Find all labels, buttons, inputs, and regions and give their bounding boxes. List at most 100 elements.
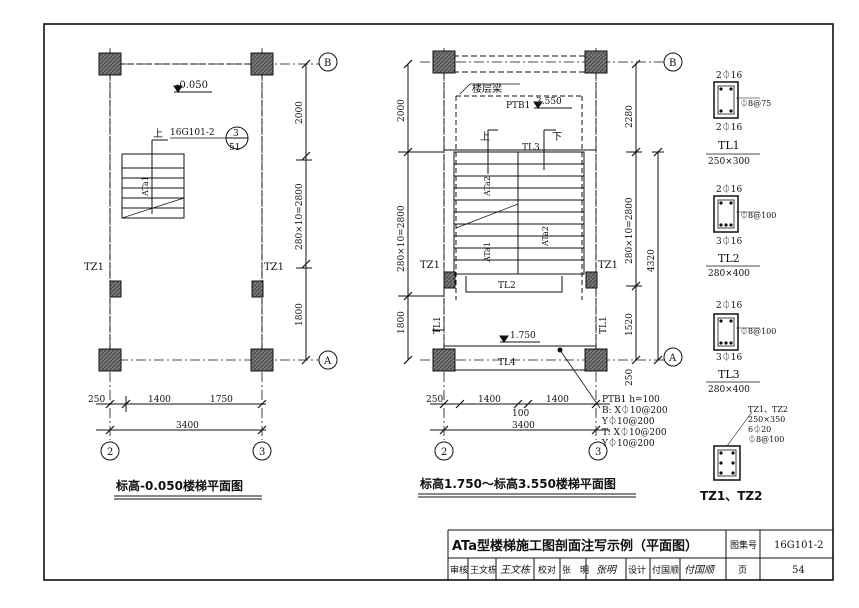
right-axis-bubbles: [434, 52, 683, 461]
tz-caption: TZ1、TZ2: [700, 489, 762, 503]
left-tz-right: TZ1: [264, 262, 284, 273]
tz-bars: 6⏀20: [748, 424, 771, 434]
tl3-bottom: 3⏀16: [716, 351, 742, 363]
tl1-top: 2⏀16: [716, 69, 742, 81]
tl2-top: 2⏀16: [716, 183, 742, 195]
beam-sections: [706, 81, 760, 481]
r-dim-1800: 1800: [397, 311, 407, 334]
right-caption-underline: [418, 493, 636, 498]
section-labels: 2⏀16 ⏀8@75 2⏀16 TL1 250×300 2⏀16 ⏀8@100 …: [700, 69, 788, 503]
tl3-top: 2⏀16: [716, 299, 742, 311]
ptb-note: PTB1 h=100 B: X⏀10@200 Y⏀10@200 T: X⏀10@…: [601, 395, 668, 449]
tl2-label: TL2: [498, 281, 516, 291]
left-plan-caption: 标高-0.050楼梯平面图: [115, 478, 243, 493]
left-ref-num: 3: [233, 129, 239, 139]
left-dim-2000: 2000: [295, 101, 305, 124]
left-columns: [98, 52, 274, 372]
left-dim-1750: 1750: [210, 395, 233, 405]
design-label: 设计: [628, 564, 646, 576]
tl3-stirrup: ⏀8@100: [740, 326, 776, 336]
r-axis-a-bubble: [663, 347, 683, 367]
elev-mid-label: 1.750: [510, 331, 536, 341]
axis-3-bubble: [252, 441, 272, 461]
r-axis-2: 2: [441, 447, 447, 458]
axis-a-bubble: [318, 350, 338, 370]
right-down-label: 下: [552, 132, 562, 143]
left-dim-1800: 1800: [295, 303, 305, 326]
left-dim-3400: 3400: [176, 421, 199, 431]
left-elevation: -0.050: [176, 80, 208, 91]
tl3-label: TL3: [522, 143, 540, 153]
ptb-note-line: B: X⏀10@200: [602, 404, 668, 416]
left-dim-mid: 280×10=2800: [295, 183, 305, 250]
r-dim-2000: 2000: [397, 99, 407, 122]
right-tz-right: TZ1: [598, 260, 618, 271]
left-ref-code: 16G101-2: [170, 128, 215, 138]
r-axis-b-bubble: [663, 52, 683, 72]
floor-beam-label: 楼层梁: [472, 82, 502, 95]
r-dim-1400: 1400: [478, 395, 501, 405]
left-plan-labels: -0.050 上 16G101-2 3 51 ATa1 TZ1 TZ1 2000…: [84, 58, 332, 458]
axis-2-bubble: [100, 441, 120, 461]
page-label: 页: [738, 565, 747, 576]
left-axis-3: 3: [259, 447, 265, 458]
tl2-stirrup: ⏀8@100: [740, 210, 776, 220]
review-label: 审核: [450, 564, 468, 576]
reviewer: 王文栋: [470, 564, 497, 576]
elev-top-label: 3.550: [536, 97, 562, 107]
r-axis-3-bubble: [588, 441, 608, 461]
tz-stirrup: ⏀8@100: [748, 434, 784, 444]
tl3-size: 280×400: [708, 385, 750, 395]
left-axis-a: A: [323, 356, 332, 367]
ata1-label: ATa1: [483, 242, 492, 263]
r-axis-a: A: [668, 353, 677, 364]
right-columns: [432, 50, 608, 372]
check-label: 校对: [538, 564, 556, 576]
right-plan-labels: 楼层梁 PTB1 3.550 上 下 TL3 ATa2 ATa2 ATa1 TL…: [397, 58, 677, 458]
checker-signature: 张明: [596, 564, 618, 576]
left-stair-label: ATa1: [141, 176, 150, 197]
r-dim-4320: 4320: [647, 249, 657, 272]
r-dim-250: 250: [426, 395, 443, 405]
left-axis-b: B: [324, 58, 331, 69]
tl1-name: TL1: [718, 139, 740, 152]
r-axis-3: 3: [595, 447, 601, 458]
ptb-note-line: T: X⏀10@200: [602, 426, 667, 438]
tz-names: TZ1、TZ2: [748, 405, 788, 414]
left-up-label: 上: [153, 128, 163, 140]
designer: 付国顺: [652, 565, 679, 576]
right-tz-left: TZ1: [420, 260, 440, 271]
sheet-border: [43, 23, 834, 581]
tl2-bottom: 3⏀16: [716, 235, 742, 247]
r-axis-2-bubble: [434, 441, 454, 461]
rebar-dots: [719, 87, 735, 475]
right-up-label: 上: [480, 131, 490, 143]
r-dim-2280: 2280: [625, 105, 635, 128]
tl1-left-label: TL1: [433, 316, 443, 334]
ptb-note-line: Y⏀10@200: [601, 415, 655, 427]
tl2-name: TL2: [718, 252, 740, 265]
atlas-no: 16G101-2: [774, 540, 824, 551]
tl1-bottom: 2⏀16: [716, 121, 742, 133]
tl4-label: TL4: [498, 358, 516, 368]
left-ref-page: 51: [229, 143, 240, 153]
tl1-size: 250×300: [708, 157, 750, 167]
ata2-right-label: ATa2: [541, 226, 550, 247]
r-dim-1520: 1520: [625, 313, 635, 336]
right-plan: [398, 48, 666, 440]
atlas-label: 图集号: [730, 539, 757, 551]
r-dim-mid-left: 280×10=2800: [397, 205, 407, 272]
title-block: [447, 529, 833, 580]
checker: 张 明: [562, 565, 589, 576]
designer-signature: 付国顺: [684, 564, 716, 576]
r-dim-100: 100: [512, 409, 529, 419]
r-dim-1400b: 1400: [546, 395, 569, 405]
ptb-note-line: PTB1 h=100: [602, 395, 660, 405]
drawing-title: ATa型楼梯施工图剖面注写示例（平面图）: [452, 538, 698, 554]
r-dim-3400: 3400: [512, 421, 535, 431]
left-plan: [96, 48, 322, 440]
right-plan-caption: 标高1.750～标高3.550楼梯平面图: [419, 476, 616, 491]
left-axis-2: 2: [107, 447, 113, 458]
r-dim-250-right: 250: [625, 369, 635, 386]
axis-b-bubble: [318, 52, 338, 72]
